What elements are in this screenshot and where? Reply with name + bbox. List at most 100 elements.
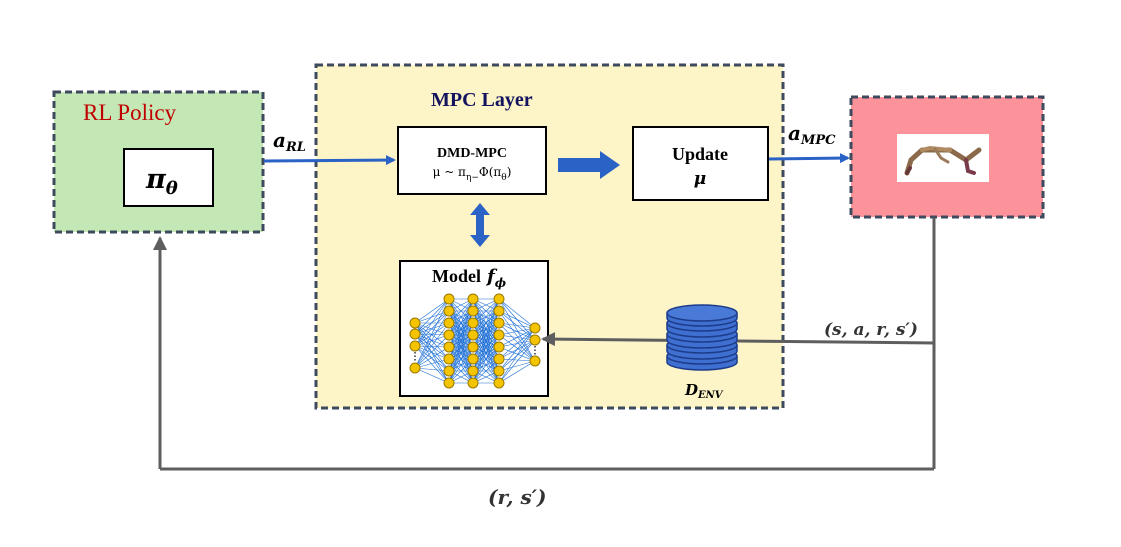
network-edge	[498, 298, 536, 329]
a-rl-subscript: RL	[285, 140, 306, 155]
policy-pi-box	[123, 148, 214, 207]
network-edges	[414, 298, 536, 384]
policy-pi-subscript: θ	[166, 178, 178, 199]
network-edge	[414, 298, 450, 335]
network-node	[493, 377, 505, 389]
network-edge	[414, 346, 450, 369]
network-edge	[414, 345, 450, 384]
network-node	[493, 293, 505, 305]
network-edge	[414, 345, 450, 372]
network-edge	[472, 298, 500, 324]
network-node	[443, 377, 455, 389]
network-edge	[448, 334, 474, 384]
a-rl-symbol: a	[273, 128, 286, 152]
model-phi-subscript: ϕ	[495, 276, 507, 290]
database-icon	[666, 304, 738, 371]
network-edge	[414, 322, 450, 372]
network-edge	[498, 358, 536, 362]
transition-arrow	[541, 332, 936, 347]
a-mpc-arrow	[768, 153, 850, 164]
network-edge	[414, 322, 450, 347]
network-edge	[498, 360, 536, 372]
network-node	[443, 305, 455, 317]
network-edge	[414, 334, 450, 347]
update-box	[632, 126, 769, 201]
network-node	[493, 353, 505, 365]
mpc-layer-title: MPC Layer	[431, 89, 533, 111]
buffer-env-subscript: ENV	[697, 390, 724, 401]
a-mpc-label: aMPC	[788, 121, 836, 148]
a-mpc-subscript: MPC	[800, 133, 836, 148]
dmd-mpc-formula-close: )	[507, 165, 512, 179]
network-node	[493, 365, 505, 377]
network-edge	[414, 358, 450, 369]
network-edge	[414, 345, 450, 348]
network-edge	[414, 310, 450, 347]
network-edge	[498, 327, 536, 348]
network-edge	[414, 367, 450, 384]
network-node	[529, 334, 541, 346]
transition-label: (s, a, r, s′)	[824, 320, 918, 340]
network-edge	[472, 358, 500, 384]
network-edge	[498, 327, 536, 372]
neural-network-icon	[409, 293, 541, 389]
network-node	[443, 365, 455, 377]
network-node	[409, 317, 421, 329]
buffer-d-symbol: D	[684, 381, 698, 399]
network-node	[467, 329, 479, 341]
update-mu: μ	[694, 169, 706, 189]
buffer-label: DENV	[684, 381, 724, 401]
network-edge	[448, 298, 474, 324]
network-node	[467, 317, 479, 329]
reward-next-state-label: (r, s′)	[488, 485, 546, 509]
dmd-model-double-arrow	[470, 203, 490, 247]
network-node	[409, 362, 421, 374]
network-edge	[448, 358, 474, 384]
network-edge	[414, 334, 450, 369]
network-edge	[498, 334, 536, 362]
network-node	[467, 365, 479, 377]
network-node	[443, 317, 455, 329]
dmd-mpc-box	[397, 126, 547, 195]
network-edge	[498, 346, 536, 362]
network-edge	[472, 298, 500, 336]
policy-pi-symbol: πθ	[145, 164, 178, 199]
network-edge	[414, 298, 450, 369]
dmd-mpc-formula-theta: θ	[501, 173, 506, 183]
network-node	[443, 341, 455, 353]
network-edge	[498, 310, 536, 329]
network-node	[493, 317, 505, 329]
network-edge	[498, 327, 536, 384]
network-edge	[498, 310, 536, 362]
a-rl-arrow	[263, 155, 396, 166]
network-node	[443, 293, 455, 305]
network-edge	[498, 327, 536, 360]
network-edge	[414, 298, 450, 347]
network-edge	[472, 334, 500, 384]
network-edge	[414, 310, 450, 324]
network-node	[409, 340, 421, 352]
network-edge	[498, 339, 536, 384]
network-edge	[414, 322, 450, 348]
a-mpc-symbol: a	[788, 121, 801, 145]
network-node	[493, 341, 505, 353]
network-edge	[414, 322, 450, 384]
a-rl-label: aRL	[273, 128, 306, 155]
network-edge	[498, 322, 536, 362]
network-node	[493, 305, 505, 317]
network-edge	[414, 322, 450, 369]
model-title-word: Model	[432, 266, 481, 286]
network-node	[467, 293, 479, 305]
dmd-mpc-formula: μ ~ πη−Φ(πθ)	[433, 165, 512, 183]
network-edge	[414, 322, 450, 336]
dmd-mpc-title: DMD-MPC	[437, 146, 507, 161]
network-edge	[414, 298, 450, 324]
network-edge	[498, 360, 536, 384]
network-node	[467, 353, 479, 365]
dmd-mpc-formula-rest: Φ(π	[479, 165, 502, 179]
network-edge	[498, 327, 536, 336]
network-edge	[414, 367, 450, 372]
network-node	[443, 329, 455, 341]
network-node	[467, 341, 479, 353]
